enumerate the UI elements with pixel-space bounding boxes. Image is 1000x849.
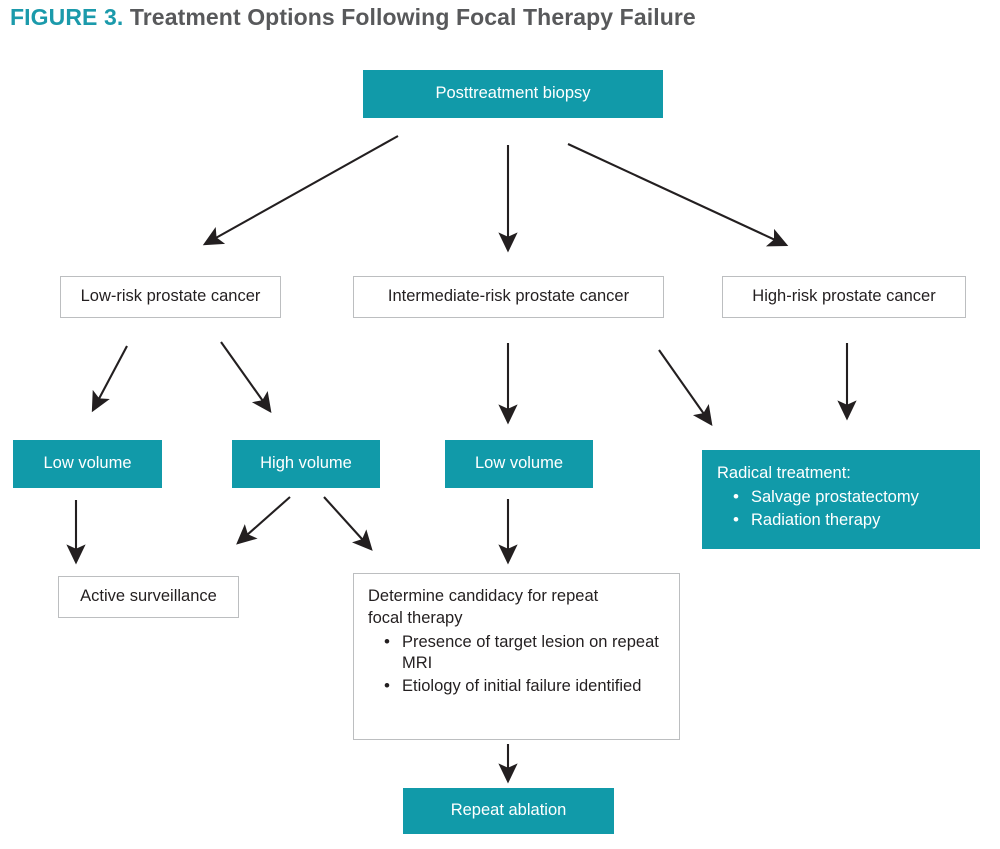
- node-posttreatment-biopsy[interactable]: Posttreatment biopsy: [363, 70, 663, 118]
- arrow-low-risk-to-low-volume: [91, 345, 128, 413]
- node-repeat-ablation[interactable]: Repeat ablation: [403, 788, 614, 834]
- node-label: Active surveillance: [80, 587, 217, 606]
- figure-caption: Treatment Options Following Focal Therap…: [129, 4, 696, 30]
- figure-label: FIGURE 3.: [10, 4, 124, 30]
- repeat-candidacy-lead-line2: focal therapy: [368, 608, 463, 627]
- node-low-volume-left[interactable]: Low volume: [13, 440, 162, 488]
- node-radical-treatment[interactable]: Radical treatment: Salvage prostatectomy…: [702, 450, 980, 549]
- list-item: Presence of target lesion on repeat MRI: [384, 631, 665, 676]
- figure-title: FIGURE 3. Treatment Options Following Fo…: [10, 4, 696, 31]
- node-low-risk-prostate-cancer[interactable]: Low-risk prostate cancer: [60, 276, 281, 318]
- node-label: Posttreatment biopsy: [435, 84, 591, 103]
- radical-treatment-lead: Radical treatment:: [717, 464, 851, 482]
- node-label: Repeat ablation: [450, 801, 567, 820]
- arrow-high-volume-to-active-surveillance: [236, 496, 291, 545]
- arrow-biopsy-to-high-risk: [567, 143, 789, 247]
- node-label: Low volume: [474, 454, 564, 473]
- repeat-candidacy-bullets: Presence of target lesion on repeat MRI …: [368, 631, 665, 698]
- node-high-volume[interactable]: High volume: [232, 440, 380, 488]
- node-intermediate-risk-prostate-cancer[interactable]: Intermediate-risk prostate cancer: [353, 276, 664, 318]
- arrow-intermediate-risk-to-radical-treatment: [658, 349, 713, 427]
- arrow-low-risk-to-high-volume: [220, 341, 272, 414]
- repeat-candidacy-lead-line1: Determine candidacy for repeat: [368, 587, 599, 605]
- node-label: High-risk prostate cancer: [752, 287, 936, 306]
- arrow-biopsy-to-low-risk: [202, 135, 399, 246]
- node-low-volume-middle[interactable]: Low volume: [445, 440, 593, 488]
- node-active-surveillance[interactable]: Active surveillance: [58, 576, 239, 618]
- list-item: Salvage prostatectomy: [733, 486, 965, 509]
- node-label: High volume: [260, 454, 352, 473]
- node-label: Low-risk prostate cancer: [80, 287, 261, 306]
- node-high-risk-prostate-cancer[interactable]: High-risk prostate cancer: [722, 276, 966, 318]
- node-label: Intermediate-risk prostate cancer: [387, 287, 630, 306]
- list-item: Etiology of initial failure identified: [384, 675, 665, 698]
- node-label: Low volume: [43, 454, 132, 473]
- radical-treatment-bullets: Salvage prostatectomy Radiation therapy: [717, 486, 965, 532]
- node-repeat-candidacy[interactable]: Determine candidacy for repeat focal the…: [353, 573, 680, 740]
- arrow-high-volume-to-repeat-candidacy: [323, 496, 373, 551]
- list-item: Radiation therapy: [733, 509, 965, 532]
